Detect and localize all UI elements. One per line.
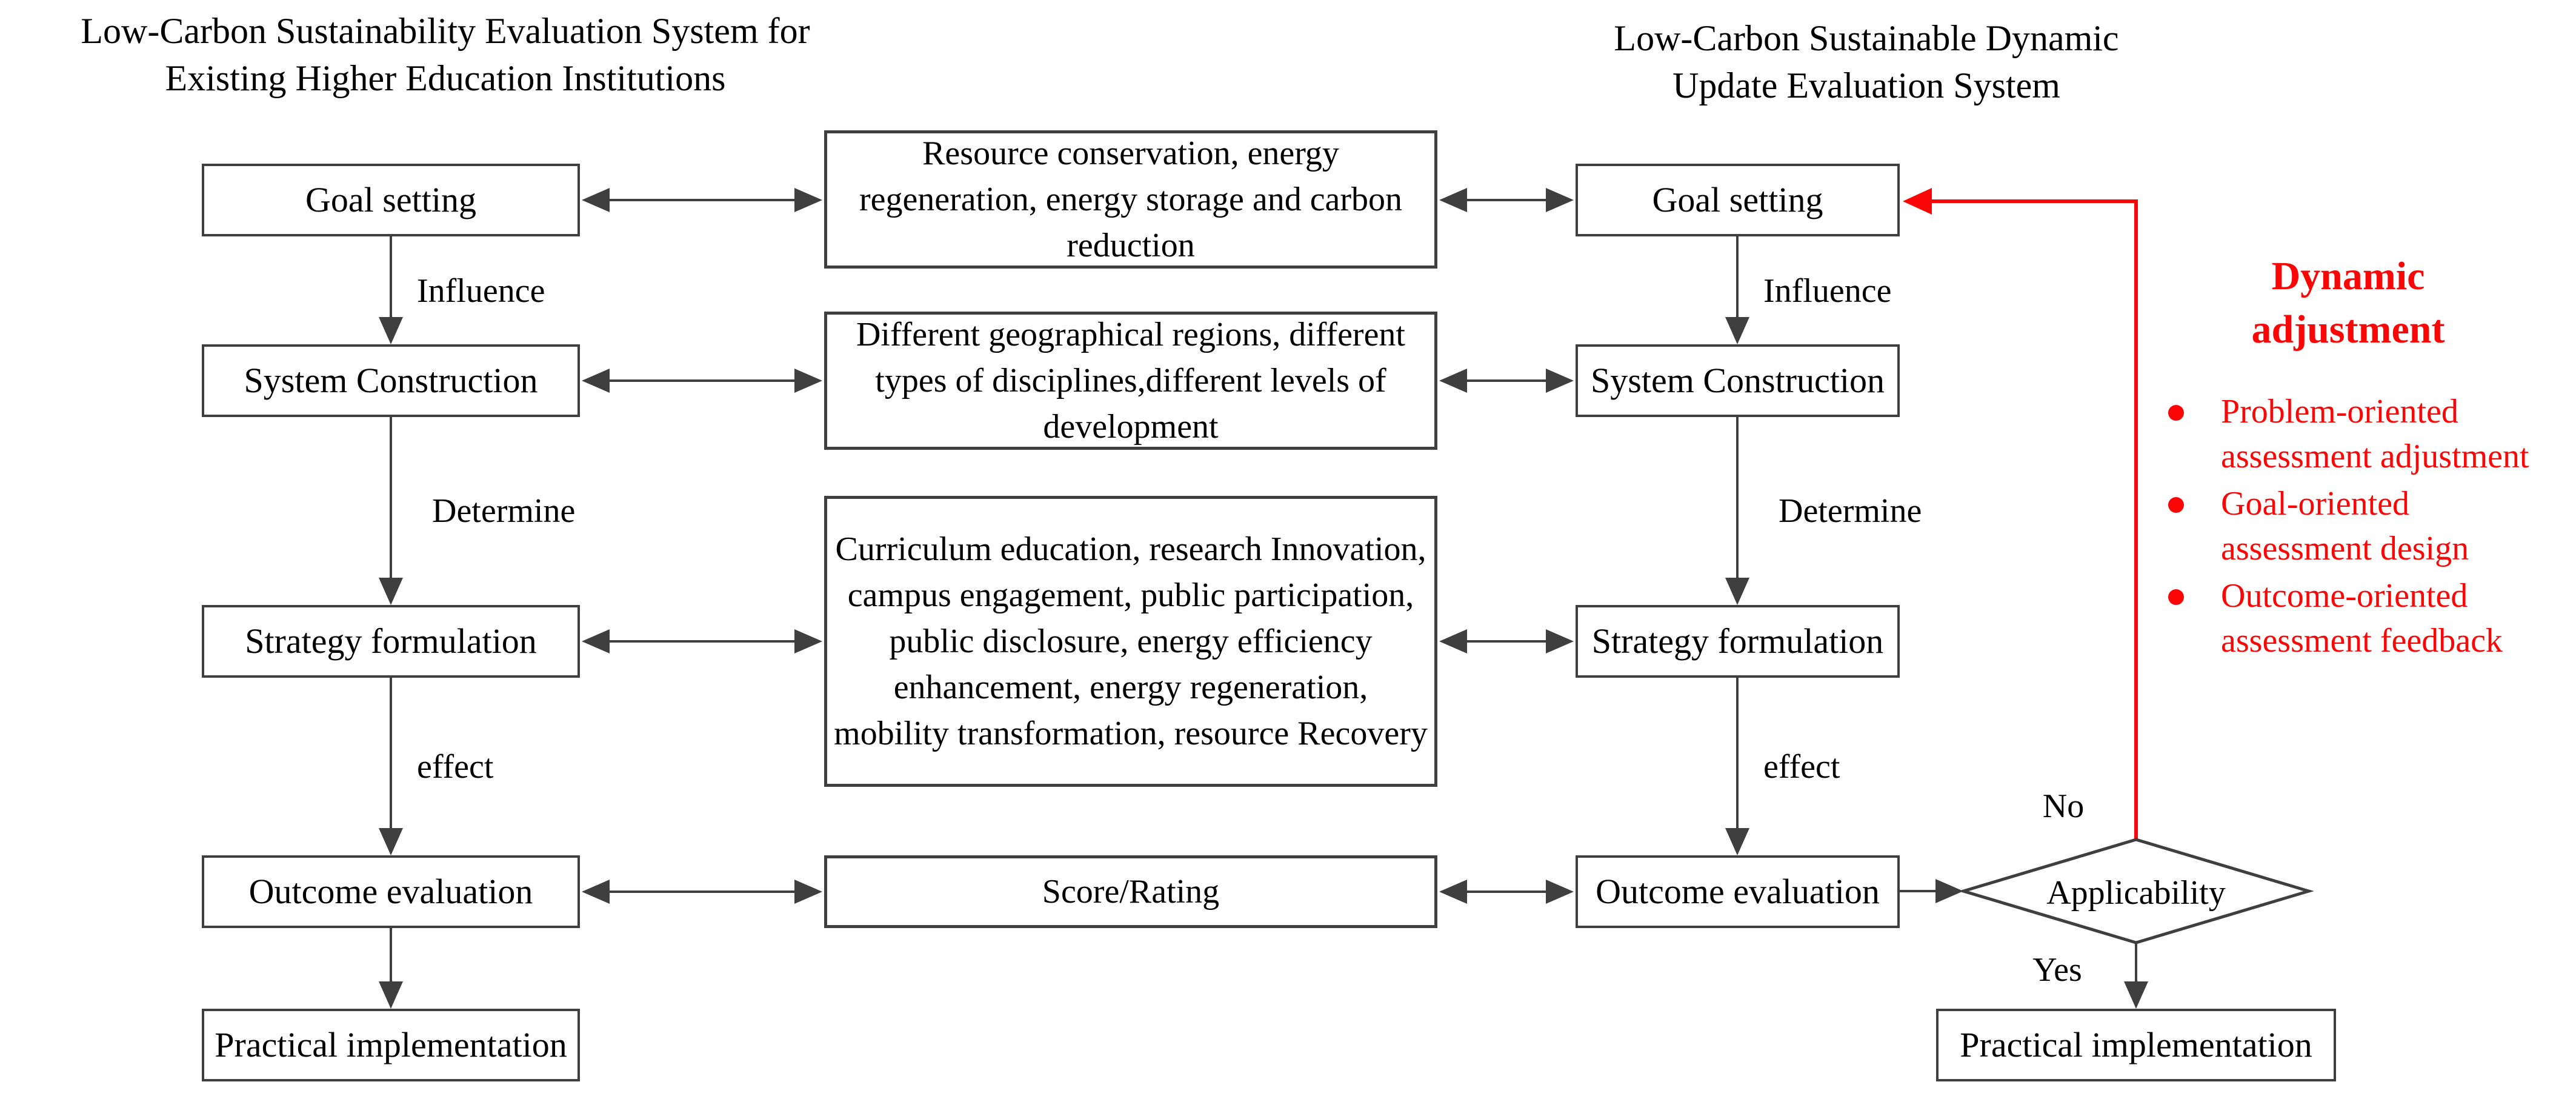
left-box-strategy-formulation: Strategy formulation: [202, 605, 580, 678]
right-box-strategy-formulation: Strategy formulation: [1576, 605, 1900, 678]
arrowhead-down-icon: [1725, 578, 1749, 605]
arrow-decision-yes-to-practical: [2124, 943, 2148, 1009]
arrowhead-down-icon: [379, 578, 403, 605]
decision-yes-label: Yes: [2032, 951, 2082, 989]
bridge-box-system-content: Different geographical regions, differen…: [824, 312, 1437, 450]
double-arrow-left-strategy-bridge: [582, 629, 822, 653]
arrowhead-right-icon: [1546, 629, 1574, 653]
bullet-text: Outcome-oriented assessment feedback: [2221, 577, 2503, 660]
left-box-practical-implementation: Practical implementation: [202, 1009, 580, 1081]
red-feedback-path: [1903, 188, 2138, 841]
bullet-dot-icon: [2168, 405, 2184, 421]
arrowhead-right-icon: [794, 188, 822, 212]
decision-diamond: [1958, 838, 2314, 944]
right-edge-label-effect: effect: [1763, 748, 1840, 786]
arrowhead-left-icon: [1439, 188, 1467, 212]
decision-no-label: No: [2042, 787, 2085, 825]
bullet-text: Goal-oriented assessment design: [2221, 485, 2469, 567]
left-system-title: Low-Carbon Sustainability Evaluation Sys…: [36, 7, 854, 102]
arrowhead-right-icon: [1935, 879, 1963, 903]
dynamic-adjustment-heading: Dynamic adjustment: [2251, 254, 2445, 352]
right-flow-arrow-goal-to-system: [1725, 236, 1749, 344]
dynamic-adjustment-bullet-list: Problem-oriented assessment adjustment G…: [2157, 389, 2560, 666]
arrowhead-down-icon: [379, 981, 403, 1009]
right-title-line2: Update Evaluation System: [1672, 65, 2060, 105]
double-arrow-bridge-right-outcome: [1439, 880, 1574, 904]
right-flow-arrow-strategy-to-outcome: [1725, 678, 1749, 855]
arrowhead-left-icon: [582, 880, 610, 904]
arrowhead-right-icon: [794, 629, 822, 653]
arrowhead-left-icon: [582, 188, 610, 212]
arrowhead-down-icon: [1725, 828, 1749, 855]
left-box-system-construction: System Construction: [202, 344, 580, 417]
double-arrow-left-goal-bridge: [582, 188, 822, 212]
right-box-system-construction: System Construction: [1576, 344, 1900, 417]
double-arrow-bridge-right-strategy: [1439, 629, 1574, 653]
left-flow-arrow-system-to-strategy: [379, 417, 403, 605]
right-title-line1: Low-Carbon Sustainable Dynamic: [1614, 18, 2119, 58]
left-edge-label-influence: Influence: [417, 272, 545, 310]
arrowhead-down-icon: [379, 828, 403, 855]
bullet-dot-icon: [2168, 497, 2184, 513]
right-edge-label-determine: Determine: [1779, 492, 1922, 530]
bullet-outcome-oriented: Outcome-oriented assessment feedback: [2157, 573, 2560, 663]
arrowhead-left-icon: [1439, 369, 1467, 393]
double-arrow-left-system-bridge: [582, 369, 822, 393]
bullet-problem-oriented: Problem-oriented assessment adjustment: [2157, 389, 2560, 479]
red-arrowhead-left-icon: [1903, 188, 1932, 215]
left-box-outcome-evaluation: Outcome evaluation: [202, 855, 580, 928]
double-arrow-bridge-right-goal: [1439, 188, 1574, 212]
bridge-box-score-rating: Score/Rating: [824, 855, 1437, 928]
arrowhead-left-icon: [582, 369, 610, 393]
arrowhead-left-icon: [582, 629, 610, 653]
left-box-goal-setting: Goal setting: [202, 164, 580, 236]
decision-label-applicability: Applicability: [2046, 874, 2226, 912]
arrow-outcome-to-decision: [1900, 879, 1963, 903]
right-box-outcome-evaluation: Outcome evaluation: [1576, 855, 1900, 928]
arrowhead-right-icon: [1546, 369, 1574, 393]
right-box-practical-implementation: Practical implementation: [1936, 1009, 2336, 1081]
double-arrow-bridge-right-system: [1439, 369, 1574, 393]
left-flow-arrow-outcome-to-practical: [379, 928, 403, 1009]
bullet-text: Problem-oriented assessment adjustment: [2221, 393, 2529, 475]
left-edge-label-determine: Determine: [432, 492, 576, 530]
right-box-goal-setting: Goal setting: [1576, 164, 1900, 236]
left-title-line1: Low-Carbon Sustainability Evaluation Sys…: [81, 11, 810, 51]
left-flow-arrow-goal-to-system: [379, 236, 403, 344]
arrowhead-down-icon: [1725, 317, 1749, 344]
right-flow-arrow-system-to-strategy: [1725, 417, 1749, 605]
left-title-line2: Existing Higher Education Institutions: [165, 58, 726, 98]
bridge-box-goal-content: Resource conservation, energy regenerati…: [824, 130, 1437, 269]
left-flow-arrow-strategy-to-outcome: [379, 678, 403, 855]
right-system-title: Low-Carbon Sustainable Dynamic Update Ev…: [1509, 15, 2224, 109]
arrowhead-left-icon: [1439, 629, 1467, 653]
arrowhead-right-icon: [1546, 188, 1574, 212]
arrowhead-right-icon: [1546, 880, 1574, 904]
double-arrow-left-outcome-bridge: [582, 880, 822, 904]
left-edge-label-effect: effect: [417, 748, 494, 786]
arrowhead-down-icon: [2124, 981, 2148, 1009]
bullet-dot-icon: [2168, 589, 2184, 605]
arrowhead-down-icon: [379, 317, 403, 344]
arrowhead-right-icon: [794, 880, 822, 904]
arrowhead-left-icon: [1439, 880, 1467, 904]
gray-connectors: [379, 188, 2148, 1009]
bridge-box-strategy-content: Curriculum education, research Innovatio…: [824, 496, 1437, 787]
bullet-goal-oriented: Goal-oriented assessment design: [2157, 481, 2560, 571]
right-edge-label-influence: Influence: [1763, 272, 1892, 310]
arrowhead-right-icon: [794, 369, 822, 393]
